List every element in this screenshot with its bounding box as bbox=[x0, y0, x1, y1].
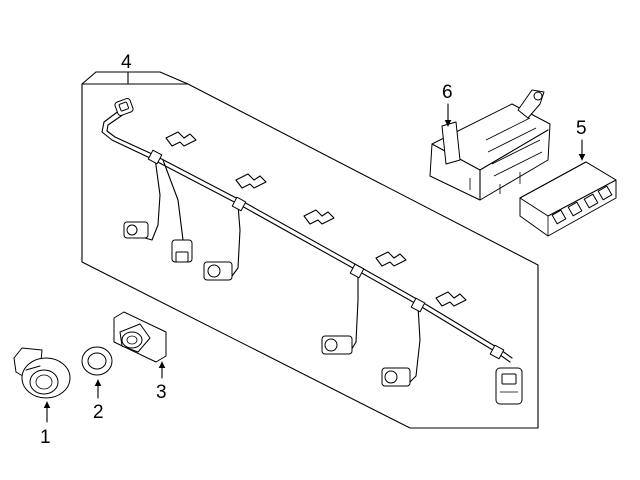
callout-1: 1 bbox=[40, 427, 51, 448]
module-bracket[interactable] bbox=[429, 89, 551, 201]
parking-sensor[interactable] bbox=[13, 347, 71, 399]
harness-clips bbox=[165, 131, 467, 307]
callout-6: 6 bbox=[442, 82, 453, 103]
control-module[interactable] bbox=[519, 161, 617, 237]
callout-labels: 1 2 3 4 5 6 bbox=[40, 52, 587, 448]
leader-lines bbox=[43, 103, 586, 423]
sensor-retainer-ring[interactable] bbox=[81, 346, 113, 376]
sensor-bracket[interactable] bbox=[113, 311, 167, 363]
callout-5: 5 bbox=[576, 118, 587, 139]
harness-panel bbox=[81, 71, 539, 429]
callout-2: 2 bbox=[93, 402, 104, 423]
callout-4: 4 bbox=[121, 52, 132, 73]
callout-3: 3 bbox=[156, 382, 167, 403]
wiring-harness[interactable] bbox=[101, 98, 523, 405]
